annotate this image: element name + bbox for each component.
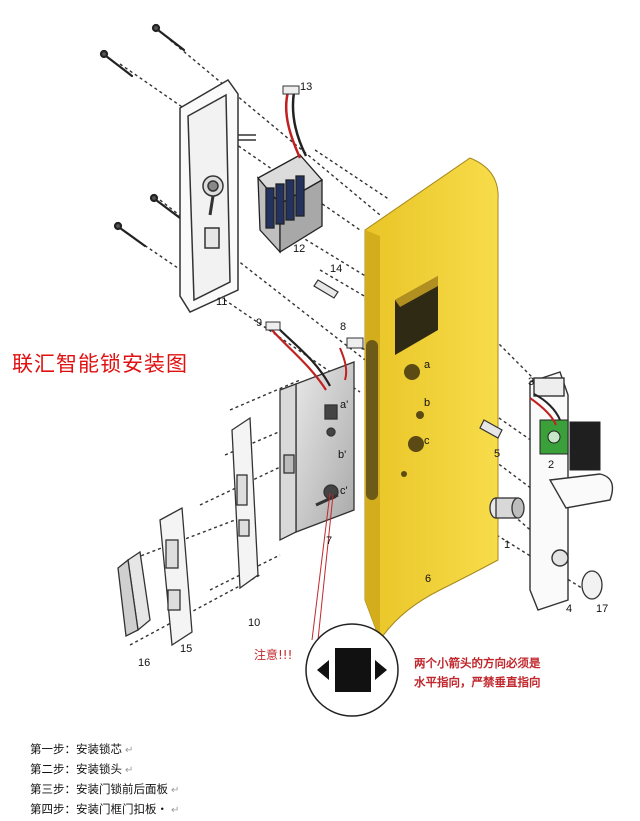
part-number-10: 10	[248, 617, 260, 629]
step-item: 第三步：安装门锁前后面板↵	[30, 780, 179, 800]
part-number-11: 11	[216, 296, 227, 308]
arrow-note-line2: 水平指向，严禁垂直指向	[414, 675, 541, 689]
door-panel	[364, 157, 499, 642]
part-number-8: 8	[340, 321, 346, 333]
spindle	[313, 279, 339, 299]
screw-2	[99, 49, 134, 78]
arrow-right-icon	[375, 660, 387, 680]
strike-box	[117, 550, 151, 637]
zoom-pointer-lines	[311, 492, 334, 641]
step-text: 第四步：安装门框门扣板・	[30, 802, 168, 816]
lock-faceplate	[231, 416, 259, 590]
step-text: 第三步：安装门锁前后面板	[30, 782, 168, 796]
step-item: 第二步：安装锁头↵	[30, 760, 179, 780]
part-number-9: 9	[256, 317, 262, 329]
step-item: 第一步：安装锁芯↵	[30, 740, 179, 760]
arrow-left-icon	[317, 660, 329, 680]
strike-plate	[159, 506, 193, 647]
hole-letter-labels: a b c a' b' c'	[338, 359, 431, 497]
part-number-4: 4	[566, 603, 572, 615]
screw-3	[149, 193, 182, 220]
return-mark: ↵	[171, 785, 180, 796]
screw-4	[113, 221, 147, 248]
hole-label: a	[424, 359, 431, 371]
step-item: 第四步：安装门框门扣板・↵	[30, 800, 179, 820]
part-number-17: 17	[596, 603, 608, 615]
step-text: 第二步：安装锁头	[30, 762, 122, 776]
step-text: 第一步：安装锁芯	[30, 742, 122, 756]
part-number-14: 14	[330, 263, 342, 275]
part-number-16: 16	[138, 657, 150, 669]
spindle-square-icon	[335, 648, 371, 692]
attention-label: 注意!!!	[254, 648, 293, 662]
screw-group	[99, 23, 186, 248]
mortise-wire	[265, 321, 331, 391]
reader-pcb	[539, 419, 601, 471]
connector-plug	[339, 337, 364, 381]
part-number-3: 3	[528, 376, 534, 388]
return-mark: ↵	[171, 805, 180, 816]
reader-wire	[529, 393, 561, 426]
mortise-lock-body	[279, 361, 355, 542]
part-number-15: 15	[180, 643, 192, 655]
return-mark: ↵	[125, 765, 134, 776]
hole-label: c	[424, 435, 430, 447]
part-number-12: 12	[293, 243, 305, 255]
return-mark: ↵	[125, 745, 134, 756]
part-number-5: 5	[494, 448, 500, 460]
screw-1	[151, 23, 186, 52]
hole-label: b	[424, 397, 430, 409]
part-number-6: 6	[425, 573, 431, 585]
part-number-2: 2	[548, 459, 554, 471]
part-number-13: 13	[300, 81, 312, 93]
arrow-note-line1: 两个小箭头的方向必须是	[414, 656, 541, 670]
hole-label: c'	[340, 485, 348, 497]
diagram-title: 联汇智能锁安装图	[12, 352, 188, 376]
installation-steps: 第一步：安装锁芯↵ 第二步：安装锁头↵ 第三步：安装门锁前后面板↵ 第四步：安装…	[30, 740, 179, 820]
lock-cylinder	[489, 497, 525, 519]
arrow-direction-note: 两个小箭头的方向必须是 水平指向，严禁垂直指向	[414, 654, 541, 692]
outer-spindle	[479, 419, 503, 439]
part-number-7: 7	[326, 535, 332, 547]
battery-wire	[282, 85, 308, 159]
hole-label: b'	[338, 449, 346, 461]
inner-panel-plate	[179, 79, 256, 313]
zoom-detail-circle	[305, 623, 399, 717]
cover-cap	[581, 570, 603, 600]
part-number-1: 1	[504, 539, 510, 551]
hole-label: a'	[340, 399, 348, 411]
battery-box	[256, 154, 324, 254]
